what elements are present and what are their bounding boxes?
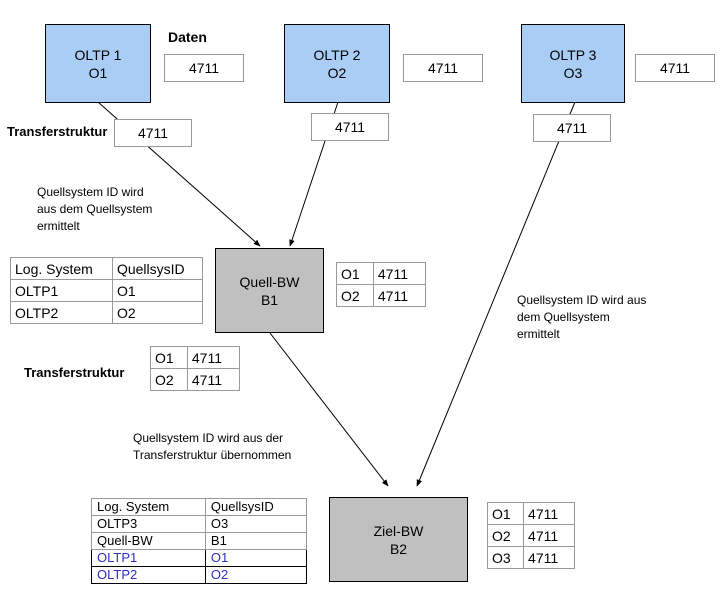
note2-line: dem Quellsystem: [517, 310, 610, 324]
table-cell: O2: [204, 566, 308, 584]
table-row: OLTP1 O1: [10, 279, 204, 302]
column-header: Log. System: [91, 498, 206, 516]
daten-value-oltp2: 4711: [403, 54, 483, 82]
oltp1-id: O1: [88, 64, 108, 81]
daten-label: Daten: [168, 29, 207, 45]
table-row: O2 4711: [336, 284, 427, 307]
table-cell: 4711: [372, 262, 427, 285]
table-header-row: Log. System QuellsysID: [91, 498, 308, 516]
column-header: Log. System: [10, 257, 113, 280]
table-row: O1 4711: [486, 502, 575, 525]
table-cell: O1: [336, 262, 374, 285]
ziel-bw-data-table: O1 4711 O2 4711 O3 4711: [486, 502, 575, 569]
table-row: O2 4711: [150, 368, 241, 391]
transfer-value-oltp1: 4711: [114, 119, 192, 147]
oltp2-name: OLTP 2: [313, 46, 361, 63]
ziel-bw-id: B2: [389, 540, 408, 557]
table-cell: O2: [486, 524, 525, 547]
table-row-highlighted: OLTP1 O1: [91, 549, 308, 567]
table-row: Quell-BW B1: [91, 532, 308, 550]
table-row-highlighted: OLTP2 O2: [91, 566, 308, 584]
quell-bw-id: B1: [260, 291, 279, 308]
transferstruktur-label-top: Transferstruktur: [7, 124, 108, 139]
note2-line: ermittelt: [517, 327, 560, 341]
quell-mapping-table: Log. System QuellsysID OLTP1 O1 OLTP2 O2: [10, 257, 204, 324]
oltp2-box: OLTP 2 O2: [284, 24, 390, 103]
arrow-oltp3-to-ziel-bw: [416, 101, 576, 487]
table-cell: B1: [204, 532, 308, 550]
oltp3-id: O3: [563, 64, 583, 81]
column-header: QuellsysID: [111, 257, 204, 280]
oltp1-box: OLTP 1 O1: [45, 24, 151, 103]
ziel-bw-box: Ziel-BW B2: [329, 497, 468, 582]
transfer-value-oltp2: 4711: [311, 113, 389, 141]
transferstruktur-label-mid: Transferstruktur: [24, 365, 125, 380]
note-quellsystem-id-1: Quellsystem ID wird aus dem Quellsystem …: [37, 184, 152, 235]
note3-line: Transferstruktur übernommen: [133, 448, 292, 462]
note1-line: Quellsystem ID wird: [37, 185, 144, 199]
table-cell: O1: [150, 346, 188, 369]
note-quellsystem-id-2: Quellsystem ID wird aus dem Quellsystem …: [517, 292, 646, 343]
transfer-b1-table: O1 4711 O2 4711: [150, 346, 241, 391]
table-cell: O3: [486, 546, 525, 569]
table-row: O1 4711: [150, 346, 241, 369]
oltp3-name: OLTP 3: [549, 46, 597, 63]
oltp3-box: OLTP 3 O3: [521, 24, 625, 103]
quell-bw-name: Quell-BW: [239, 273, 300, 290]
table-cell: Quell-BW: [91, 532, 206, 550]
column-header: QuellsysID: [204, 498, 308, 516]
quell-bw-box: Quell-BW B1: [215, 248, 324, 333]
table-cell: O2: [111, 301, 204, 324]
table-row: O3 4711: [486, 546, 575, 569]
table-cell: O1: [486, 502, 525, 525]
oltp2-id: O2: [327, 64, 347, 81]
note2-line: Quellsystem ID wird aus: [517, 293, 647, 307]
daten-value-oltp1: 4711: [164, 54, 244, 82]
transfer-value-oltp3: 4711: [533, 114, 611, 142]
table-cell: 4711: [523, 546, 575, 569]
note1-line: aus dem Quellsystem: [37, 202, 153, 216]
table-cell: OLTP2: [91, 566, 206, 584]
table-cell: O2: [336, 284, 374, 307]
oltp1-name: OLTP 1: [74, 46, 122, 63]
table-cell: OLTP2: [10, 301, 113, 324]
table-cell: 4711: [372, 284, 427, 307]
daten-value-oltp3: 4711: [635, 54, 715, 82]
table-cell: 4711: [186, 368, 241, 391]
table-row: OLTP3 O3: [91, 515, 308, 533]
table-cell: O2: [150, 368, 188, 391]
table-row: O2 4711: [486, 524, 575, 547]
quell-bw-data-table: O1 4711 O2 4711: [336, 262, 427, 307]
table-row: O1 4711: [336, 262, 427, 285]
note1-line: ermittelt: [37, 219, 80, 233]
table-cell: OLTP1: [91, 549, 206, 567]
table-cell: OLTP1: [10, 279, 113, 302]
table-cell: O1: [111, 279, 204, 302]
table-cell: 4711: [186, 346, 241, 369]
note3-line: Quellsystem ID wird aus der: [133, 431, 284, 445]
ziel-mapping-table: Log. System QuellsysID OLTP3 O3 Quell-BW…: [91, 498, 308, 584]
table-cell: OLTP3: [91, 515, 206, 533]
table-row: OLTP2 O2: [10, 301, 204, 324]
table-cell: O1: [204, 549, 308, 567]
table-cell: O3: [204, 515, 308, 533]
table-cell: 4711: [523, 502, 575, 525]
table-header-row: Log. System QuellsysID: [10, 257, 204, 280]
arrow-quell-bw-to-ziel-bw: [269, 332, 389, 487]
note-quellsystem-id-3: Quellsystem ID wird aus der Transferstru…: [133, 430, 291, 464]
table-cell: 4711: [523, 524, 575, 547]
ziel-bw-name: Ziel-BW: [373, 522, 424, 539]
